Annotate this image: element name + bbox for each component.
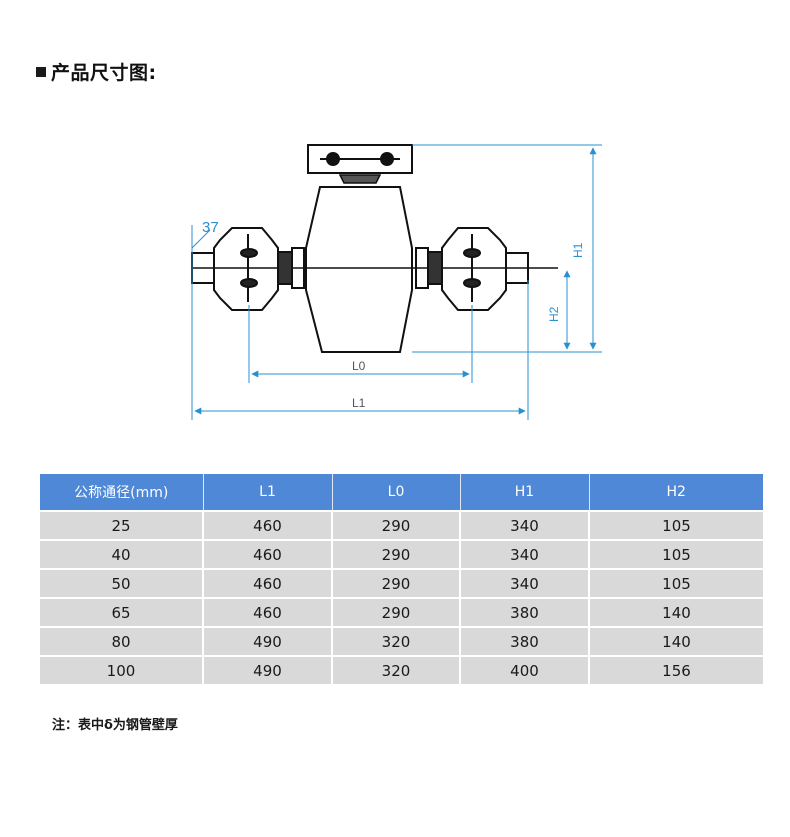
cell: 290: [332, 568, 461, 598]
table-row: 50 460 290 340 105: [40, 568, 763, 598]
square-bullet-icon: [36, 67, 46, 77]
cell: 80: [40, 626, 204, 656]
cell: 290: [332, 539, 461, 569]
l0-label: L0: [352, 359, 366, 373]
footnote: 注：表中δ为钢管壁厚: [52, 718, 178, 733]
cell: 340: [460, 568, 590, 598]
table-row: 25 460 290 340 105: [40, 510, 763, 540]
dimension-table: 公称通径(mm) L1 L0 H1 H2 25 460 290 340 105 …: [40, 474, 763, 684]
table-row: 65 460 290 380 140: [40, 597, 763, 627]
cell: 340: [460, 510, 590, 540]
section-heading: 产品尺寸图:: [36, 58, 157, 85]
cell: 460: [203, 539, 333, 569]
col-header-l0: L0: [332, 474, 461, 511]
cell: 140: [589, 597, 763, 627]
cell: 65: [40, 597, 204, 627]
table-header-row: 公称通径(mm) L1 L0 H1 H2: [40, 474, 763, 511]
cell: 380: [460, 626, 590, 656]
dimension-diagram: 37 L0 L1 H1 H2: [180, 130, 620, 430]
cell: 105: [589, 539, 763, 569]
col-header-l1: L1: [203, 474, 333, 511]
cell: 105: [589, 510, 763, 540]
cell: 40: [40, 539, 204, 569]
table-row: 100 490 320 400 156: [40, 655, 763, 684]
cell: 290: [332, 597, 461, 627]
cell: 156: [589, 655, 763, 684]
cell: 320: [332, 655, 461, 684]
col-header-h2: H2: [589, 474, 763, 511]
cell: 290: [332, 510, 461, 540]
cell: 340: [460, 539, 590, 569]
col-header-nominal-diameter: 公称通径(mm): [40, 474, 204, 511]
cell: 50: [40, 568, 204, 598]
cell: 460: [203, 510, 333, 540]
table-row: 40 460 290 340 105: [40, 539, 763, 569]
cell: 490: [203, 626, 333, 656]
cell: 105: [589, 568, 763, 598]
table-row: 80 490 320 380 140: [40, 626, 763, 656]
h1-label: H1: [571, 242, 585, 258]
cell: 460: [203, 568, 333, 598]
col-header-h1: H1: [460, 474, 590, 511]
cell: 400: [460, 655, 590, 684]
cell: 490: [203, 655, 333, 684]
cell: 140: [589, 626, 763, 656]
h2-label: H2: [547, 306, 561, 322]
cell: 460: [203, 597, 333, 627]
l1-label: L1: [352, 396, 366, 410]
section-title: 产品尺寸图:: [51, 62, 157, 84]
cell: 320: [332, 626, 461, 656]
cell: 25: [40, 510, 204, 540]
cell: 100: [40, 655, 204, 684]
angle-label: 37: [202, 219, 219, 236]
cell: 380: [460, 597, 590, 627]
